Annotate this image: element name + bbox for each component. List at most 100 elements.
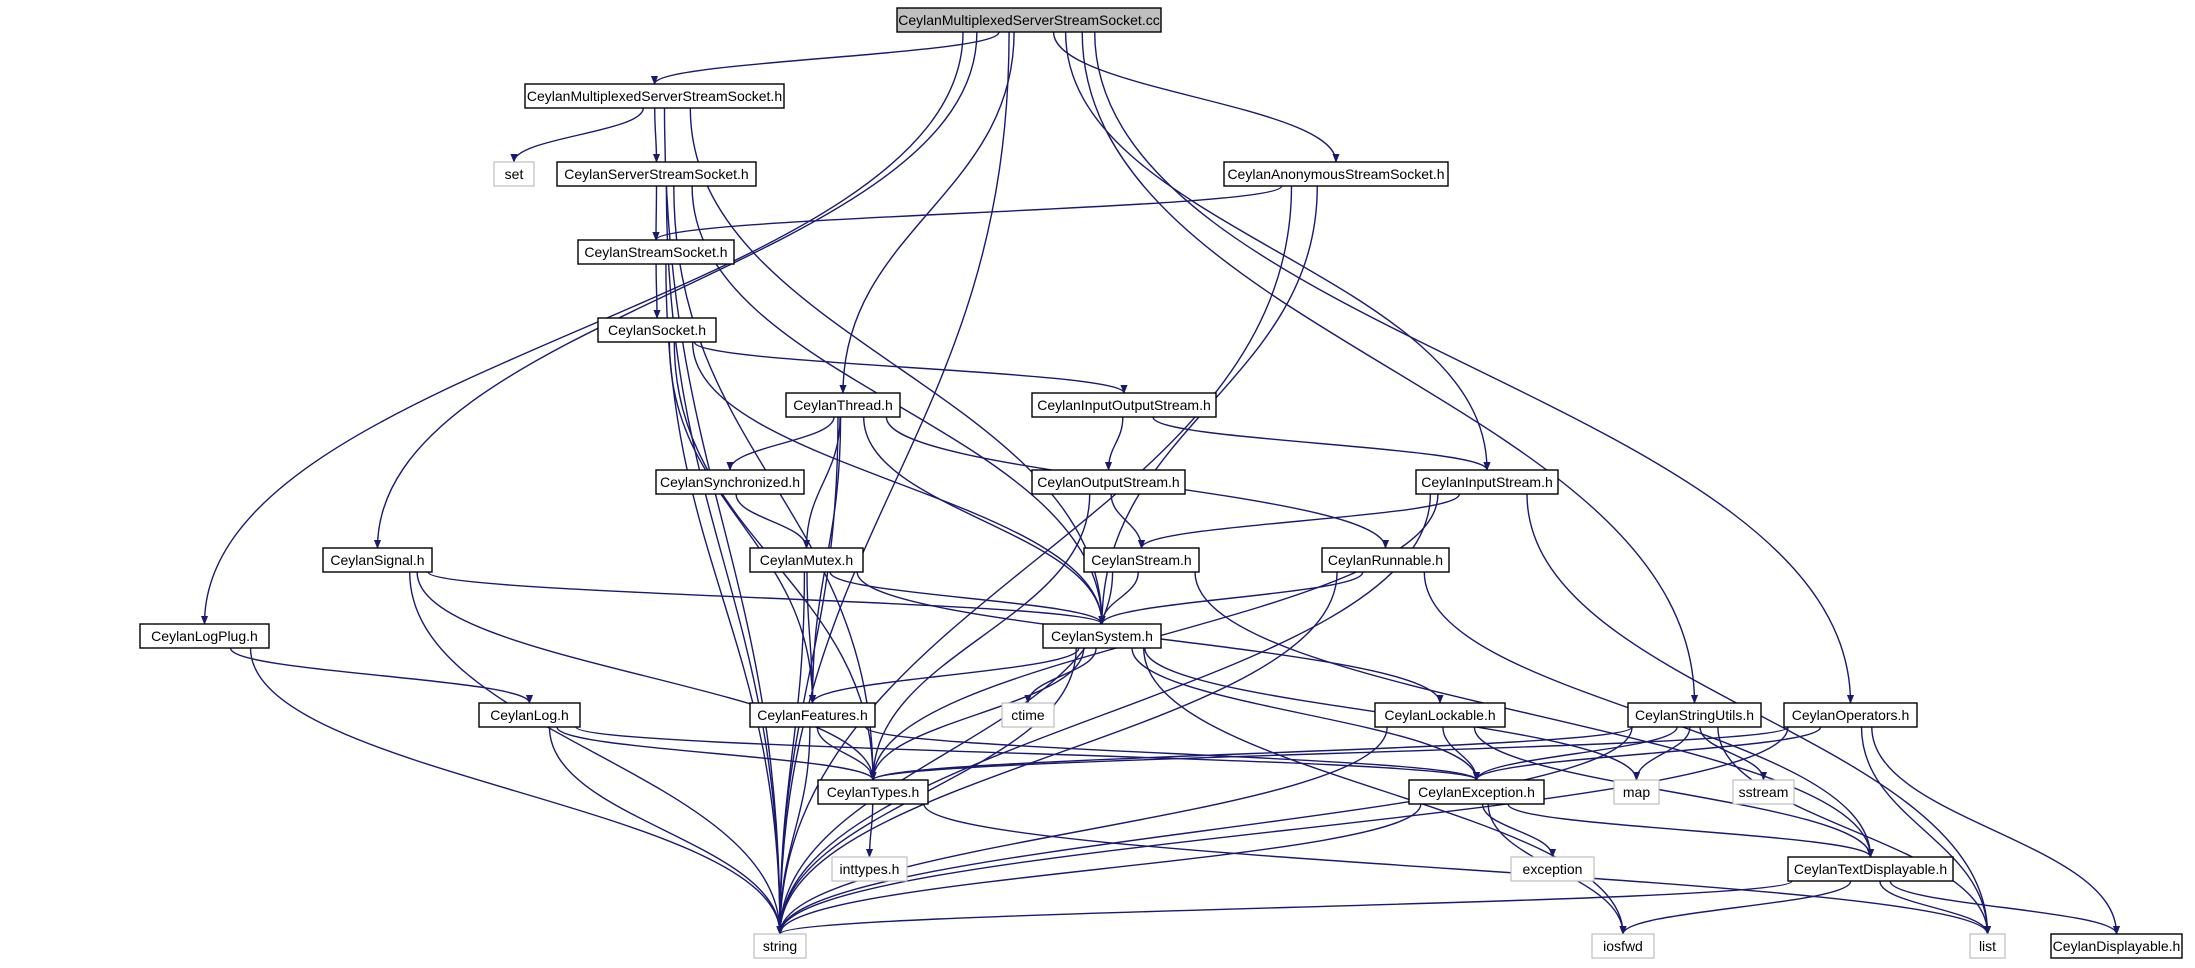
edge-mss_h-to-set xyxy=(510,107,644,163)
node-label: CeylanServerStreamSocket.h xyxy=(564,166,748,182)
node-anon-h[interactable]: CeylanAnonymousStreamSocket.h xyxy=(1223,161,1449,187)
edge-textdisp_h-to-string xyxy=(776,880,1793,935)
node-lockable-h[interactable]: CeylanLockable.h xyxy=(1374,702,1506,728)
edge-runnable_h-to-system_h xyxy=(1098,571,1364,625)
edge-strutils_h-to-sstream xyxy=(1699,726,1768,781)
node-label: iosfwd xyxy=(1603,938,1643,954)
node-ss-h[interactable]: CeylanStreamSocket.h xyxy=(577,239,735,265)
node-sock-h[interactable]: CeylanSocket.h xyxy=(597,317,717,343)
edge-ios_h-to-is_h xyxy=(1152,416,1491,471)
edge-anon_h-to-string xyxy=(776,185,1293,935)
node-mss-h[interactable]: CeylanMultiplexedServerStreamSocket.h xyxy=(524,83,785,109)
edge-root-to-mss_h xyxy=(651,31,1000,85)
edge-sock_h-to-features_h xyxy=(668,341,817,704)
edge-textdisp_h-to-iosfwd xyxy=(1619,880,1852,935)
node-box xyxy=(1591,933,1655,959)
node-mutex-h[interactable]: CeylanMutex.h xyxy=(749,547,864,573)
node-exception-h[interactable]: CeylanException.h xyxy=(1408,779,1545,805)
node-label: CeylanSynchronized.h xyxy=(660,474,800,490)
node-signal-h[interactable]: CeylanSignal.h xyxy=(322,547,433,573)
edge-lockable_h-to-string xyxy=(776,726,1388,935)
node-box xyxy=(1783,702,1918,728)
node-label: exception xyxy=(1523,861,1583,877)
edge-system_h-to-ctime xyxy=(1024,647,1097,704)
edge-thread_h-to-mutex_h xyxy=(802,416,841,549)
node-map: map xyxy=(1613,779,1660,805)
node-logplug-h[interactable]: CeylanLogPlug.h xyxy=(139,623,270,649)
edge-signal_h-to-system_h xyxy=(427,571,1106,625)
edge-runnable_h-to-string xyxy=(776,571,1338,935)
node-label: CeylanInputStream.h xyxy=(1421,474,1553,490)
node-sss-h[interactable]: CeylanServerStreamSocket.h xyxy=(556,161,757,187)
node-label: CeylanSignal.h xyxy=(330,552,424,568)
node-disp-h[interactable]: CeylanDisplayable.h xyxy=(2050,933,2183,959)
node-types-h[interactable]: CeylanTypes.h xyxy=(817,779,929,805)
node-label: CeylanOperators.h xyxy=(1792,707,1910,723)
edge-ss_h-to-sock_h xyxy=(653,263,661,319)
edge-types_h-to-list xyxy=(923,803,1991,935)
edge-strutils_h-to-string xyxy=(776,726,1633,935)
edge-root-to-thread_h xyxy=(839,31,1015,394)
edge-operators_h-to-list xyxy=(1860,726,1992,935)
node-label: CeylanOutputStream.h xyxy=(1037,474,1179,490)
node-ios-h[interactable]: CeylanInputOutputStream.h xyxy=(1031,392,1217,418)
node-is-h[interactable]: CeylanInputStream.h xyxy=(1415,469,1559,495)
node-box xyxy=(1042,623,1162,649)
node-thread-h[interactable]: CeylanThread.h xyxy=(785,392,901,418)
node-label: CeylanRunnable.h xyxy=(1328,552,1443,568)
edge-features_h-to-exception_h xyxy=(864,726,1480,781)
edge-anon_h-to-ss_h xyxy=(652,185,1283,241)
node-label: CeylanSystem.h xyxy=(1051,628,1153,644)
edge-sync_h-to-mutex_h xyxy=(735,493,811,549)
node-textdisp-h[interactable]: CeylanTextDisplayable.h xyxy=(1787,856,1954,882)
node-label: CeylanStreamSocket.h xyxy=(584,244,727,260)
node-exception: exception xyxy=(1510,856,1595,882)
node-os-h[interactable]: CeylanOutputStream.h xyxy=(1031,469,1186,495)
node-set: set xyxy=(493,161,535,187)
edge-system_h-to-features_h xyxy=(808,647,1080,704)
node-label: CeylanStream.h xyxy=(1091,552,1191,568)
node-stream-h[interactable]: CeylanStream.h xyxy=(1083,547,1200,573)
node-label: CeylanStringUtils.h xyxy=(1635,707,1754,723)
node-label: sstream xyxy=(1739,784,1789,800)
edge-mutex_h-to-system_h xyxy=(829,571,1106,625)
edge-mutex_h-to-string xyxy=(776,571,806,935)
edge-logplug_h-to-log_h xyxy=(229,647,534,704)
node-sync-h[interactable]: CeylanSynchronized.h xyxy=(655,469,805,495)
node-operators-h[interactable]: CeylanOperators.h xyxy=(1783,702,1918,728)
edge-os_h-to-stream_h xyxy=(1110,493,1146,549)
node-log-h[interactable]: CeylanLog.h xyxy=(478,702,581,728)
edge-textdisp_h-to-disp_h xyxy=(1889,880,2121,935)
node-box xyxy=(655,469,805,495)
edge-root-to-signal_h xyxy=(373,31,978,549)
node-features-h[interactable]: CeylanFeatures.h xyxy=(749,702,876,728)
edge-root-to-logplug_h xyxy=(200,31,964,625)
node-system-h[interactable]: CeylanSystem.h xyxy=(1042,623,1162,649)
node-box xyxy=(1732,779,1795,805)
edge-ios_h-to-os_h xyxy=(1104,416,1124,471)
edge-exception_h-to-string xyxy=(776,803,1422,935)
edge-exception_h-to-textdisp_h xyxy=(1507,803,1874,858)
node-label: CeylanTextDisplayable.h xyxy=(1794,861,1947,877)
edge-strutils_h-to-types_h xyxy=(869,726,1633,781)
edge-root-to-is_h xyxy=(1064,31,1491,471)
edge-thread_h-to-system_h xyxy=(863,416,1106,625)
edge-operators_h-to-string xyxy=(776,726,1789,935)
edge-textdisp_h-to-list xyxy=(1879,880,1992,935)
node-box xyxy=(1787,856,1954,882)
node-runnable-h[interactable]: CeylanRunnable.h xyxy=(1321,547,1450,573)
edge-signal_h-to-types_h xyxy=(416,571,877,781)
node-label: CeylanMultiplexedServerStreamSocket.cc xyxy=(898,12,1159,28)
edge-sss_h-to-string xyxy=(665,185,784,935)
node-label: CeylanInputOutputStream.h xyxy=(1037,397,1211,413)
node-strutils-h[interactable]: CeylanStringUtils.h xyxy=(1627,702,1762,728)
edge-log_h-to-string xyxy=(548,726,784,935)
node-box xyxy=(785,392,901,418)
node-root[interactable]: CeylanMultiplexedServerStreamSocket.cc xyxy=(896,7,1162,33)
node-label: CeylanLockable.h xyxy=(1384,707,1495,723)
node-box xyxy=(1510,856,1595,882)
node-sstream: sstream xyxy=(1732,779,1795,805)
node-box xyxy=(749,702,876,728)
node-label: string xyxy=(763,938,797,954)
node-label: CeylanThread.h xyxy=(793,397,893,413)
